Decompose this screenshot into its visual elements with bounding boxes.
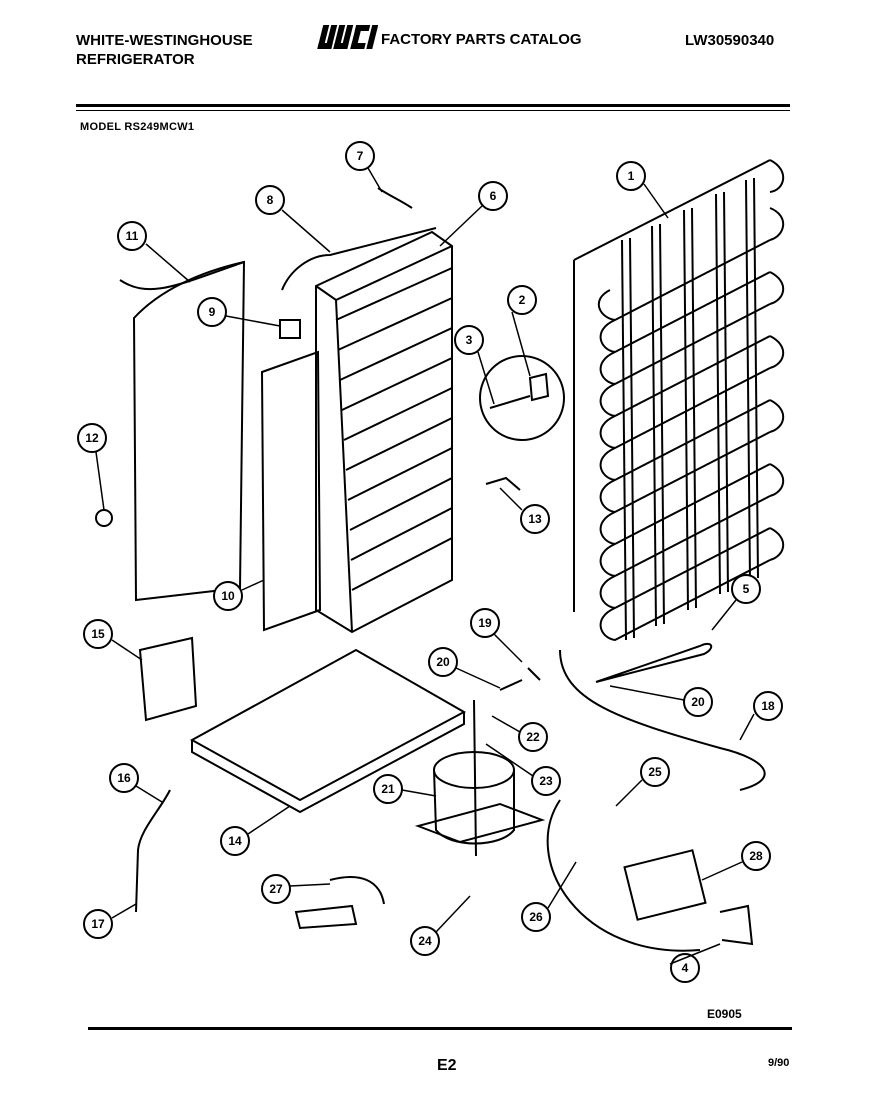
svg-text:10: 10	[221, 589, 235, 603]
callout-24: 24	[410, 926, 440, 956]
svg-text:3: 3	[466, 333, 473, 347]
svg-text:7: 7	[357, 149, 364, 163]
svg-text:4: 4	[682, 961, 689, 975]
svg-text:27: 27	[269, 882, 283, 896]
svg-text:25: 25	[648, 765, 662, 779]
callout-9: 9	[197, 297, 227, 327]
svg-text:5: 5	[743, 582, 750, 596]
brand-name: WHITE-WESTINGHOUSE	[76, 32, 253, 49]
model-label: MODEL RS249MCW1	[80, 121, 195, 133]
callout-markers: 1 2 3 4 5 6 7 8 9 10 11 12 13 14 15 16 1…	[77, 141, 783, 983]
callout-10: 10	[213, 581, 243, 611]
svg-text:23: 23	[539, 774, 553, 788]
callout-3: 3	[454, 325, 484, 355]
callout-21: 21	[373, 774, 403, 804]
callout-6: 6	[478, 181, 508, 211]
header-rule-thick	[76, 104, 790, 107]
svg-text:21: 21	[381, 782, 395, 796]
svg-text:16: 16	[117, 771, 131, 785]
svg-text:20: 20	[436, 655, 450, 669]
callout-5: 5	[731, 574, 761, 604]
callout-17: 17	[83, 909, 113, 939]
catalog-title: FACTORY PARTS CATALOG	[381, 31, 582, 48]
callout-15: 15	[83, 619, 113, 649]
callout-27: 27	[261, 874, 291, 904]
svg-text:13: 13	[528, 512, 542, 526]
evaporator	[315, 230, 453, 634]
callout-28: 28	[741, 841, 771, 871]
part-number: LW30590340	[685, 32, 775, 49]
callout-26: 26	[521, 902, 551, 932]
svg-text:19: 19	[478, 616, 492, 630]
svg-text:12: 12	[85, 431, 99, 445]
svg-text:24: 24	[418, 934, 432, 948]
svg-text:28: 28	[749, 849, 763, 863]
wci-logo	[317, 25, 378, 49]
svg-text:6: 6	[490, 189, 497, 203]
svg-text:9: 9	[209, 305, 216, 319]
header-rule-thin	[76, 110, 790, 111]
callout-25: 25	[640, 757, 670, 787]
callout-2: 2	[507, 285, 537, 315]
callout-8: 8	[255, 185, 285, 215]
svg-text:1: 1	[628, 169, 635, 183]
svg-text:22: 22	[526, 730, 540, 744]
callout-22: 22	[518, 722, 548, 752]
drain-tube	[281, 227, 437, 291]
diagram-code: E0905	[707, 1007, 742, 1021]
svg-text:14: 14	[228, 834, 242, 848]
callout-11: 11	[117, 221, 147, 251]
heater-loop	[132, 260, 246, 602]
callout-14: 14	[220, 826, 250, 856]
svg-text:17: 17	[91, 917, 105, 931]
svg-text:15: 15	[91, 627, 105, 641]
callout-20-left: 20	[428, 647, 458, 677]
svg-text:11: 11	[126, 229, 139, 243]
svg-text:18: 18	[761, 699, 775, 713]
svg-text:2: 2	[519, 293, 526, 307]
callout-1: 1	[616, 161, 646, 191]
callout-13: 13	[520, 504, 550, 534]
callout-19: 19	[470, 608, 500, 638]
svg-text:8: 8	[267, 193, 274, 207]
callout-12: 12	[77, 423, 107, 453]
footer-rule	[88, 1027, 792, 1030]
callout-18: 18	[753, 691, 783, 721]
evaporator-insulation	[260, 350, 322, 632]
bracket	[138, 636, 198, 722]
product-type: REFRIGERATOR	[76, 51, 195, 68]
callout-23: 23	[531, 766, 561, 796]
base-pan	[189, 648, 467, 802]
revision-date: 9/90	[768, 1057, 790, 1069]
callout-7: 7	[345, 141, 375, 171]
condenser-coil	[573, 159, 785, 642]
svg-text:26: 26	[529, 910, 543, 924]
callout-20-right: 20	[683, 687, 713, 717]
page-number: E2	[437, 1057, 457, 1074]
svg-text:20: 20	[691, 695, 705, 709]
callout-16: 16	[109, 763, 139, 793]
